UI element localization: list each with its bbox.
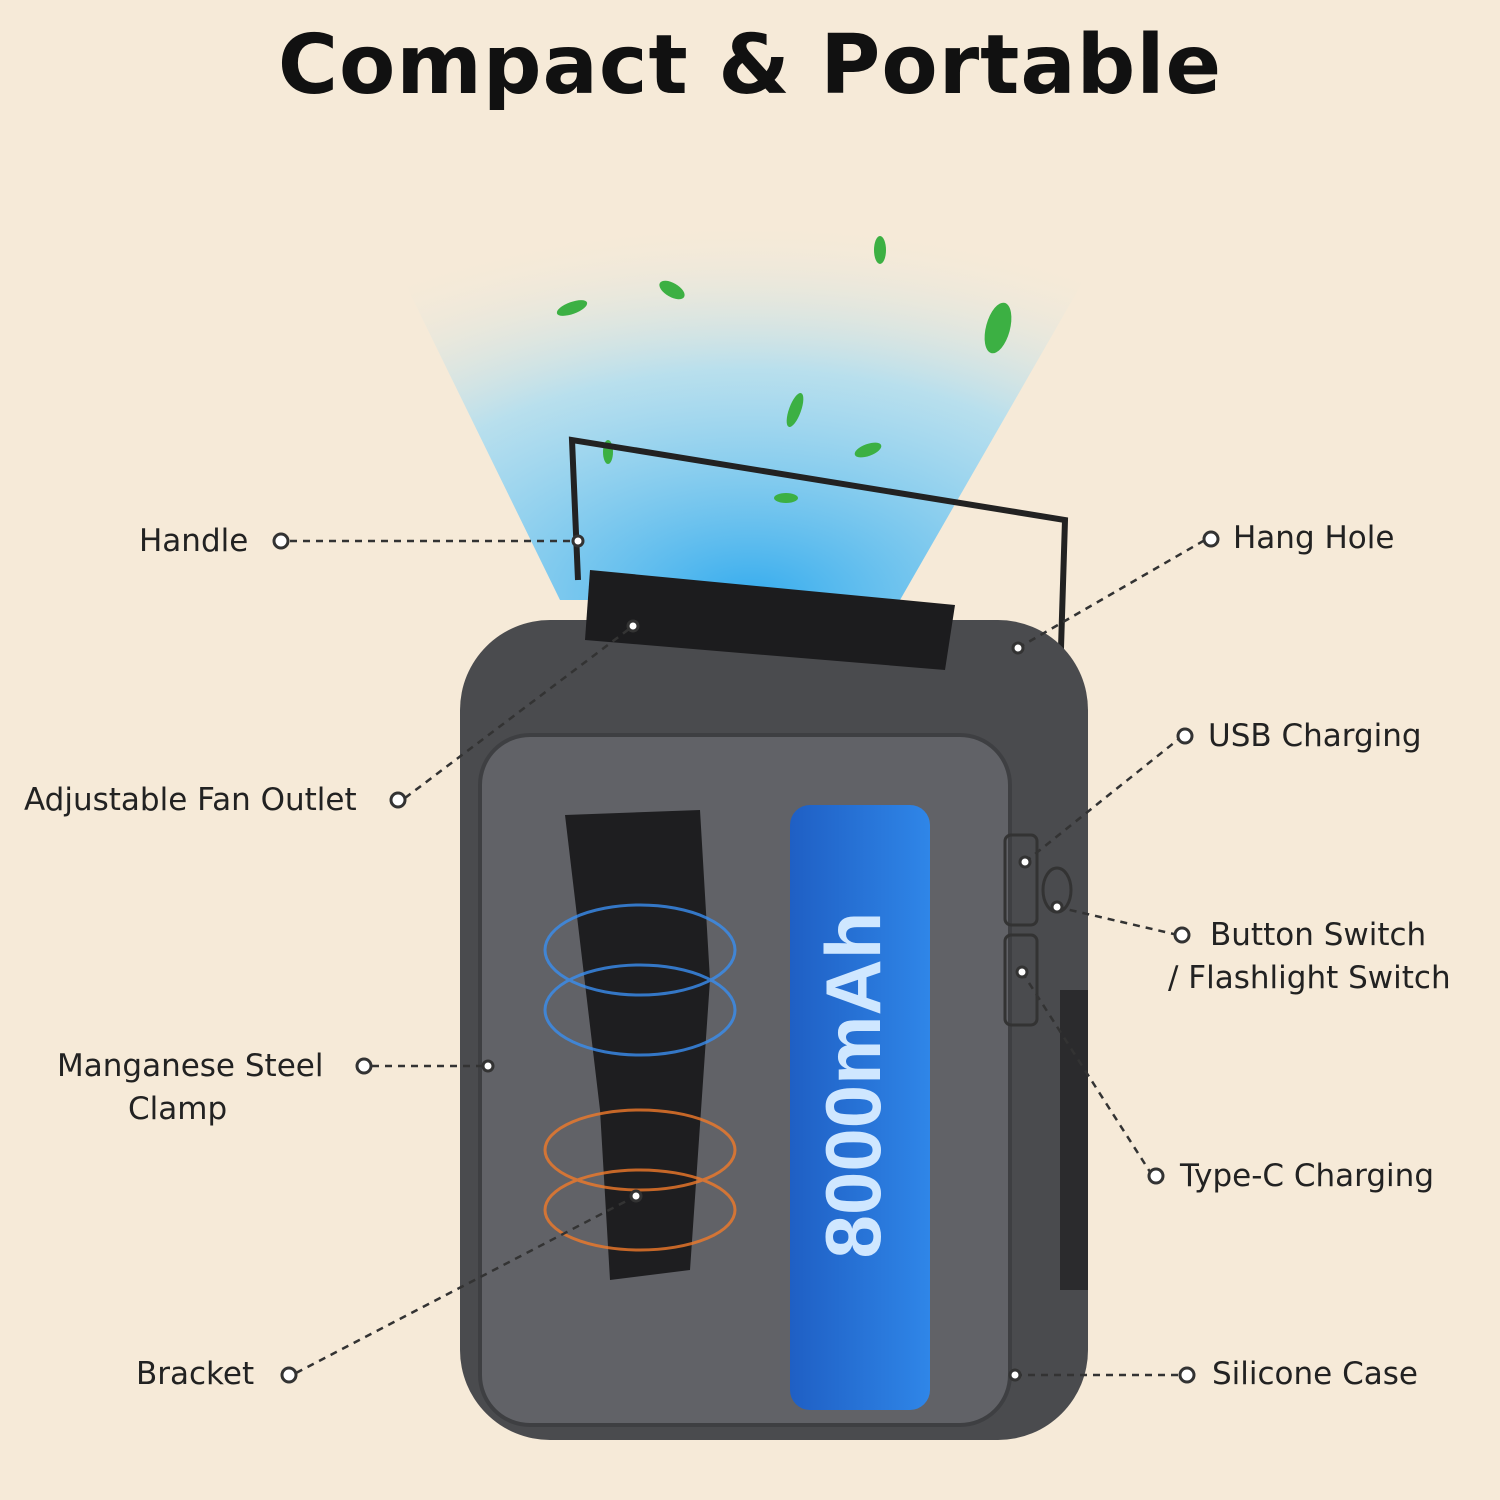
label-handle: Handle: [139, 523, 249, 559]
label-clamp-1: Manganese Steel: [57, 1048, 324, 1084]
callout-lines: [290, 538, 1206, 1377]
label-hang-hole: Hang Hole: [1233, 520, 1395, 556]
label-clamp-2: Clamp: [128, 1091, 228, 1127]
capacity-label: 8000mAh: [809, 912, 897, 1259]
label-button-1: Button Switch: [1210, 917, 1427, 953]
page-title: Compact & Portable: [277, 18, 1223, 113]
battery: [790, 805, 930, 1410]
label-case: Silicone Case: [1212, 1356, 1418, 1392]
clamp: [565, 810, 710, 1280]
fan-outlet: [585, 570, 955, 670]
label-fan-outlet: Adjustable Fan Outlet: [24, 782, 357, 818]
callout-dots: [272, 530, 1220, 1384]
label-typec: Type-C Charging: [1180, 1158, 1434, 1194]
label-button-2: / Flashlight Switch: [1168, 960, 1451, 996]
handle: [568, 436, 1069, 681]
label-bracket: Bracket: [136, 1356, 255, 1392]
label-usb: USB Charging: [1208, 718, 1422, 754]
airflow: [330, 120, 1170, 600]
